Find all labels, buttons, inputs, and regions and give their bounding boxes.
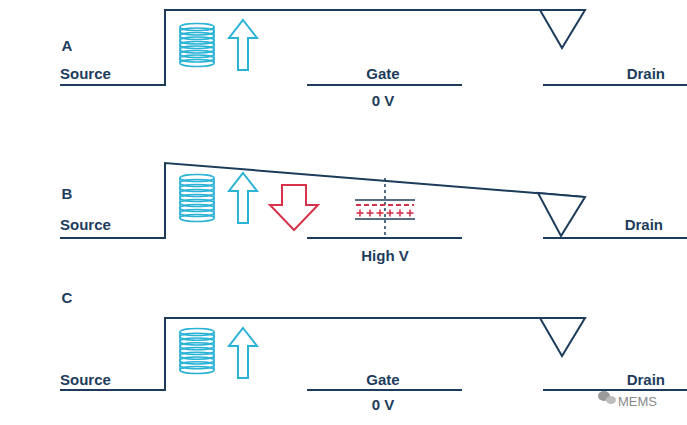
panel-letter: A xyxy=(62,38,73,53)
spring-force-arrow xyxy=(229,20,257,70)
watermark: MEMS xyxy=(618,395,657,408)
voltage-label: High V xyxy=(361,248,409,263)
contact-tip-b xyxy=(538,193,585,236)
charge-symbol xyxy=(355,178,415,236)
terminal-label: Source xyxy=(60,217,111,232)
gate-electrode-a xyxy=(307,84,462,86)
terminal-label: Drain xyxy=(625,217,663,232)
terminal-label: Gate xyxy=(366,66,399,81)
terminal-label: Gate xyxy=(366,372,399,387)
terminal-label: Source xyxy=(60,66,111,81)
beam-b xyxy=(60,163,585,238)
panel-letter: B xyxy=(62,186,73,201)
drain-electrode-b xyxy=(543,237,687,239)
voltage-label: 0 V xyxy=(372,397,395,412)
beam-a xyxy=(60,10,585,85)
watermark-icon xyxy=(598,391,616,404)
terminal-label: Drain xyxy=(627,66,665,81)
spring-force-arrow xyxy=(229,173,257,223)
spring-coil xyxy=(180,329,214,374)
beam-c xyxy=(60,318,585,390)
contact-tip-c xyxy=(540,318,585,356)
electrostatic-force-arrow xyxy=(270,185,318,230)
gate-electrode-c xyxy=(307,389,462,391)
drain-electrode-a xyxy=(543,84,687,86)
spring-coil xyxy=(180,175,214,222)
terminal-label: Source xyxy=(60,372,111,387)
terminal-label: Drain xyxy=(627,372,665,387)
drain-electrode-c xyxy=(543,389,687,391)
contact-tip-a xyxy=(540,10,585,48)
spring-force-arrow xyxy=(229,328,257,378)
gate-electrode-b xyxy=(307,237,462,239)
spring-coil xyxy=(180,24,214,67)
voltage-label: 0 V xyxy=(372,93,395,108)
panel-letter: C xyxy=(62,290,73,305)
